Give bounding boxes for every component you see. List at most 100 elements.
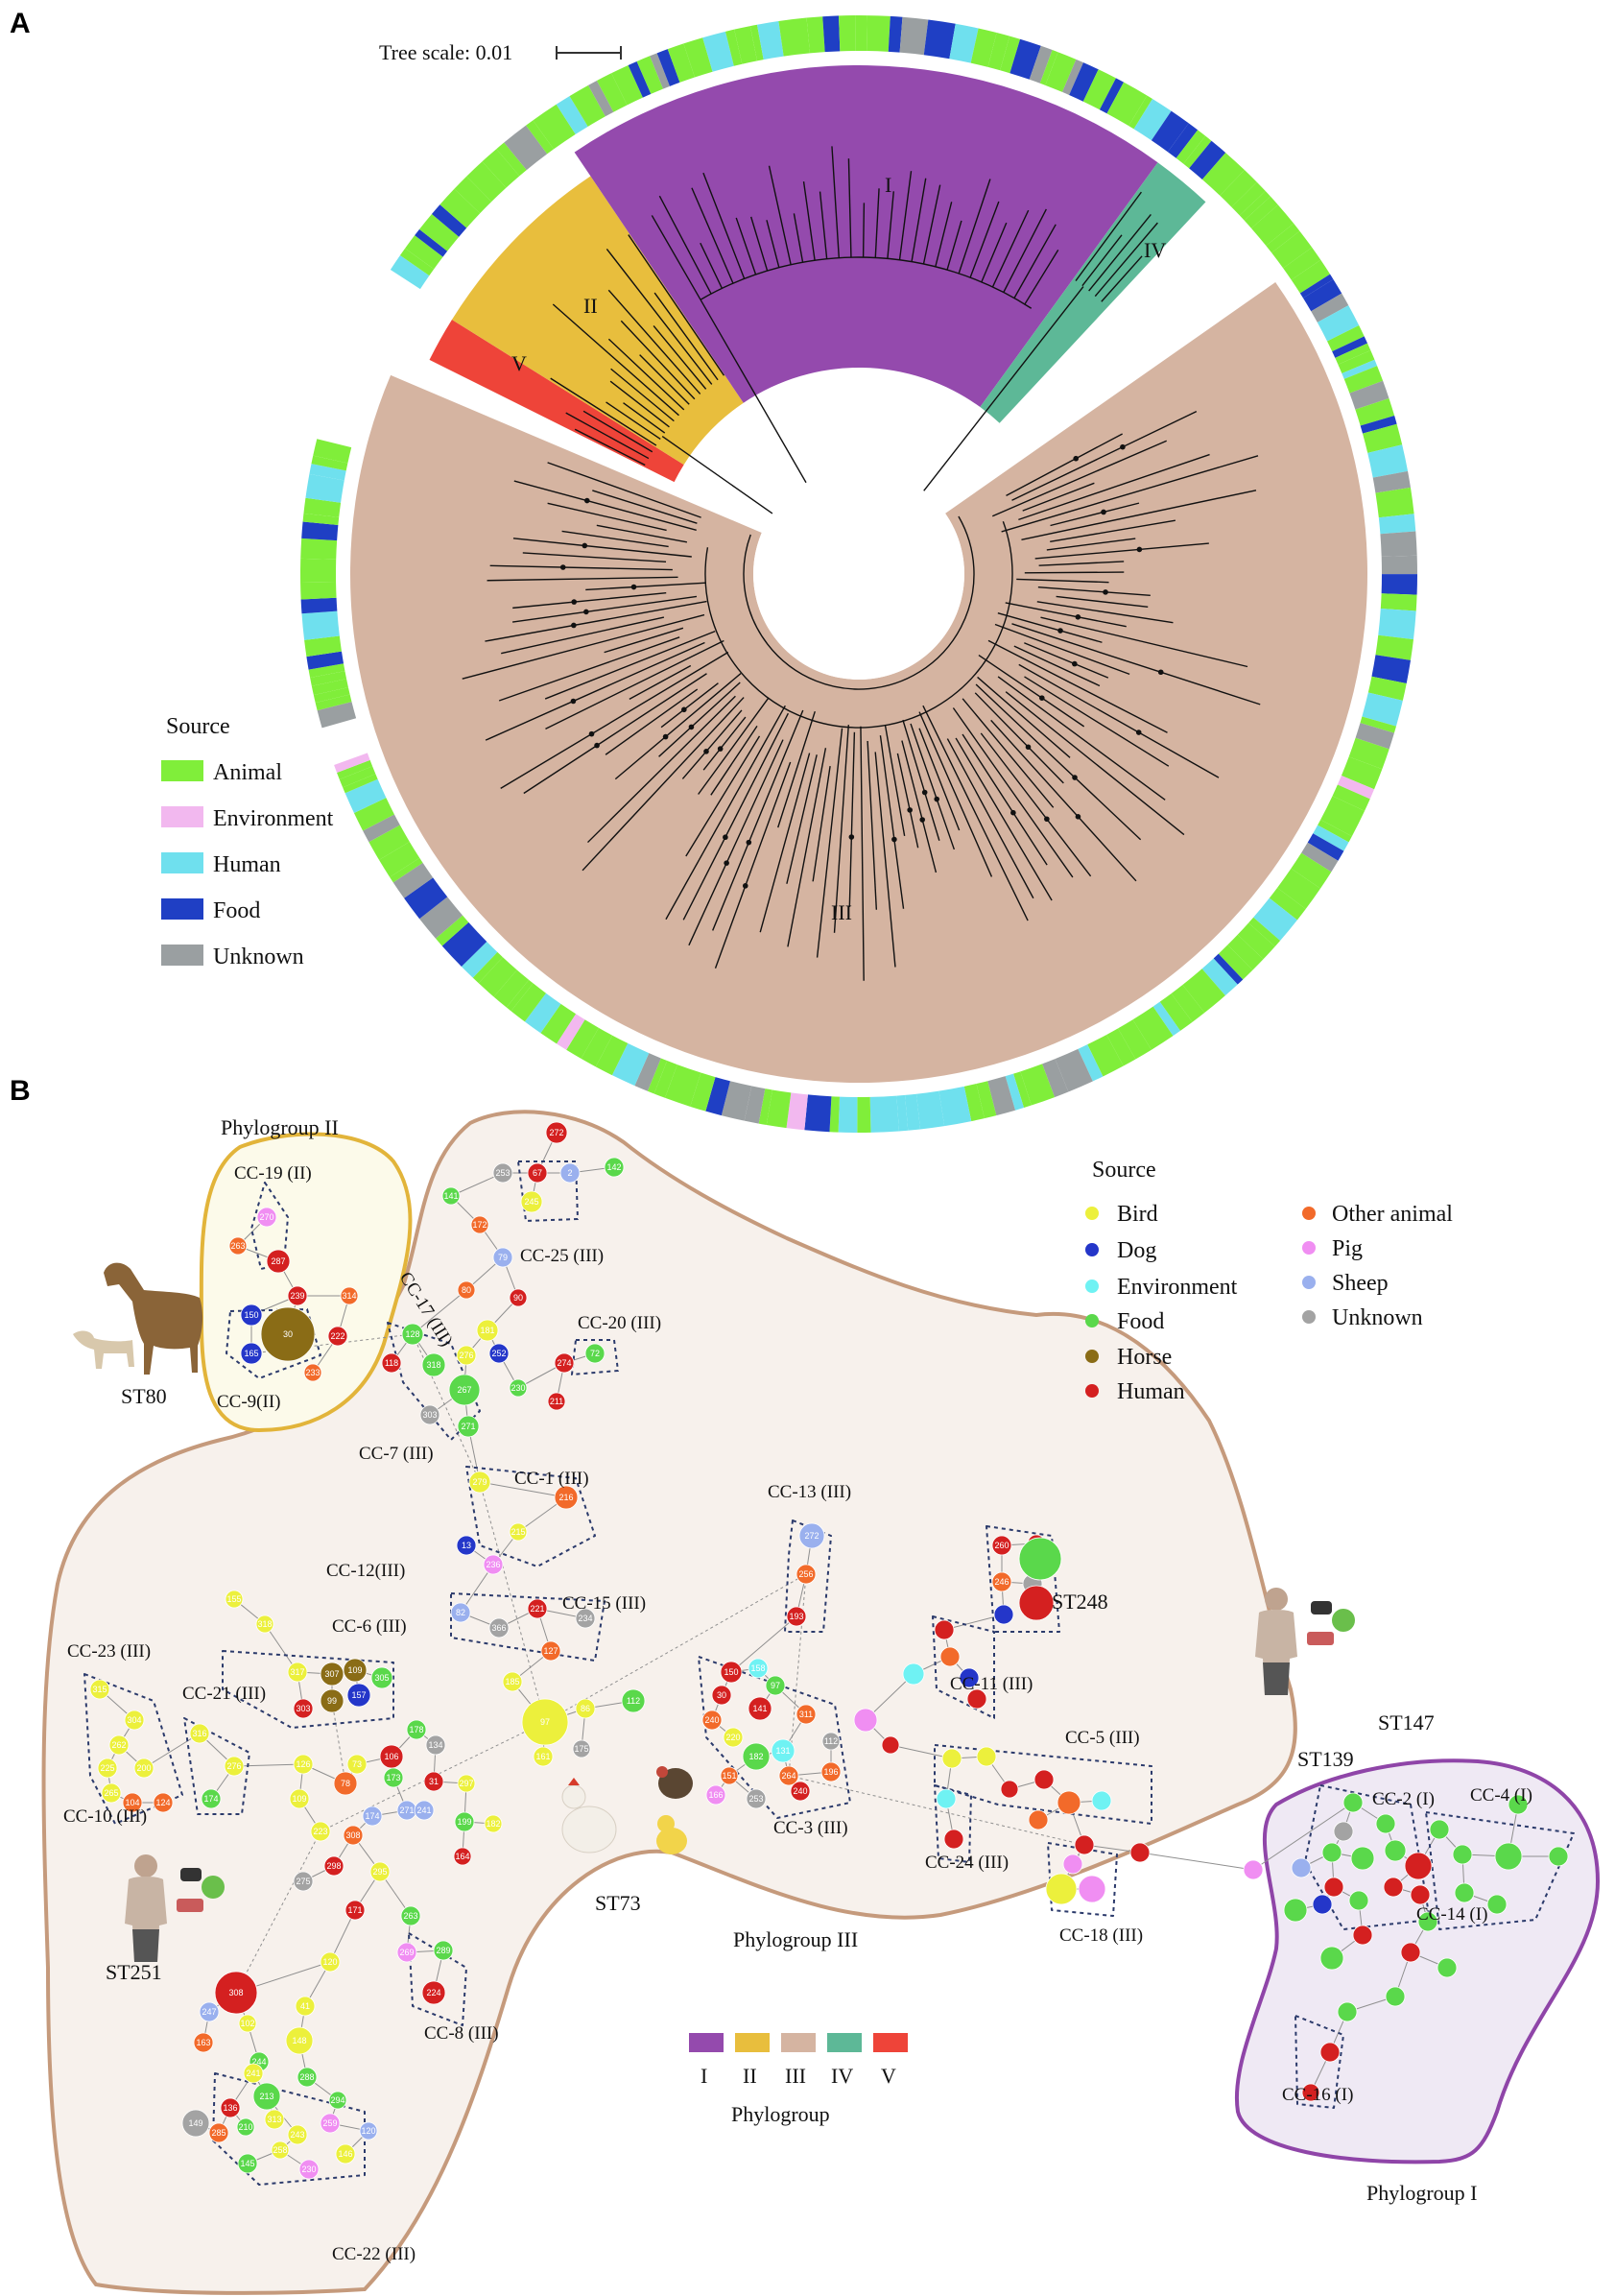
tree-branch bbox=[609, 380, 670, 428]
source-ring-segment bbox=[628, 60, 652, 98]
st-node bbox=[370, 1666, 393, 1689]
source-ring-segment bbox=[431, 204, 467, 237]
source-ring-segment bbox=[379, 841, 420, 877]
source-ring-segment bbox=[305, 473, 344, 503]
st-node bbox=[287, 1285, 308, 1306]
source-ring-segment bbox=[557, 1014, 585, 1050]
source-ring-segment bbox=[683, 37, 713, 78]
source-ring-segment bbox=[1277, 868, 1321, 910]
st-node-number: 173 bbox=[386, 1773, 400, 1782]
st-node bbox=[256, 1207, 277, 1228]
st-node bbox=[572, 1739, 591, 1758]
st-node-number: 99 bbox=[327, 1696, 337, 1706]
tree-branch bbox=[962, 733, 1048, 866]
tree-node bbox=[848, 834, 855, 840]
st-node-number: 272 bbox=[804, 1531, 819, 1541]
st-node bbox=[1283, 1898, 1308, 1923]
st-node-number: 82 bbox=[456, 1608, 465, 1617]
tree-node bbox=[746, 839, 752, 846]
source-ring-segment bbox=[1360, 416, 1397, 434]
st-node bbox=[456, 1345, 477, 1366]
phylogroup-legend-label: I bbox=[701, 2064, 707, 2088]
source-ring-segment bbox=[1227, 934, 1264, 970]
st-node bbox=[396, 1942, 417, 1963]
tree-branch bbox=[513, 480, 697, 532]
st-node bbox=[383, 1767, 404, 1788]
st-node-number: 313 bbox=[267, 2115, 281, 2124]
source-ring-segment bbox=[461, 941, 498, 978]
food-illustration bbox=[1307, 1601, 1355, 1645]
source-ring-segment bbox=[1372, 470, 1411, 493]
phylogroup-swatch-iii bbox=[781, 2033, 816, 2052]
cc-label: CC-21 (III) bbox=[182, 1684, 266, 1704]
st-node bbox=[711, 1685, 732, 1706]
source-ring-segment bbox=[506, 979, 534, 1012]
st-node-number: 297 bbox=[459, 1779, 473, 1788]
st-node bbox=[1383, 1877, 1404, 1898]
source-ring-segment bbox=[1183, 135, 1212, 169]
source-ring-segment bbox=[636, 56, 664, 94]
st-node-number: 308 bbox=[228, 1988, 243, 1997]
tree-branch bbox=[685, 735, 761, 857]
source-ring-segment bbox=[869, 1095, 899, 1133]
source-ring-segment bbox=[556, 96, 588, 134]
tree-branch bbox=[658, 682, 741, 757]
st-node-number: 199 bbox=[457, 1817, 471, 1827]
st-node bbox=[320, 1662, 344, 1686]
st-node bbox=[520, 1190, 543, 1213]
tree-branch bbox=[887, 191, 894, 259]
tree-branch bbox=[1011, 411, 1198, 501]
st-node-number: 271 bbox=[399, 1806, 414, 1815]
st-node-number: 41 bbox=[300, 2001, 310, 2011]
st-node bbox=[189, 1723, 210, 1744]
tree-branch bbox=[1021, 490, 1257, 540]
st-node bbox=[344, 1900, 366, 1921]
source-ring-segment bbox=[595, 1035, 629, 1076]
source-ring-segment bbox=[1087, 1034, 1124, 1077]
tree-node bbox=[1157, 669, 1164, 676]
st-node bbox=[271, 2141, 290, 2160]
source-ring-segment bbox=[1062, 59, 1084, 95]
st-node bbox=[1319, 1946, 1344, 1971]
st-node-number: 155 bbox=[226, 1594, 241, 1604]
tree-branch bbox=[958, 179, 991, 275]
clade-wedge-v bbox=[429, 320, 684, 483]
source-ring-segment bbox=[734, 26, 758, 64]
tree-scale-bar bbox=[556, 46, 622, 60]
st-node bbox=[476, 1319, 499, 1342]
st-node-number: 200 bbox=[136, 1763, 151, 1773]
source-ring-segment bbox=[304, 635, 342, 658]
source-ring-segment bbox=[1176, 130, 1206, 164]
st-node bbox=[470, 1215, 489, 1234]
st-node bbox=[448, 1374, 481, 1406]
source-ring-segment bbox=[587, 81, 614, 117]
tree-branch bbox=[786, 754, 818, 884]
st-node bbox=[240, 1342, 263, 1365]
st-node bbox=[225, 1590, 244, 1609]
st-node-number: 241 bbox=[246, 2069, 260, 2078]
st-node bbox=[362, 1806, 383, 1827]
tree-branch bbox=[552, 303, 679, 417]
source-ring-segment bbox=[899, 16, 929, 56]
st-node bbox=[1508, 1794, 1529, 1815]
tree-node bbox=[594, 742, 600, 749]
source-ring-segment bbox=[1360, 716, 1396, 733]
st-node bbox=[1352, 1925, 1373, 1946]
st-node bbox=[414, 1800, 435, 1821]
source-ring-segment bbox=[1239, 191, 1271, 221]
source-ring-segment bbox=[1291, 852, 1332, 889]
source-ring-segment bbox=[405, 235, 443, 270]
st-node bbox=[554, 1485, 579, 1510]
st-node-number: 263 bbox=[230, 1241, 245, 1251]
tree-branch bbox=[946, 738, 1034, 899]
source-ring-segment bbox=[667, 43, 695, 83]
tree-branch bbox=[1075, 191, 1142, 281]
phylogroup-ii-label: Phylogroup II bbox=[221, 1115, 339, 1139]
st-node-number: 72 bbox=[590, 1349, 600, 1358]
network-edge bbox=[544, 1573, 807, 1723]
source-ring-segment bbox=[1078, 1044, 1104, 1082]
tree-branch bbox=[651, 215, 701, 300]
tree-branch bbox=[658, 195, 712, 295]
source-ring-segment bbox=[647, 1058, 668, 1094]
